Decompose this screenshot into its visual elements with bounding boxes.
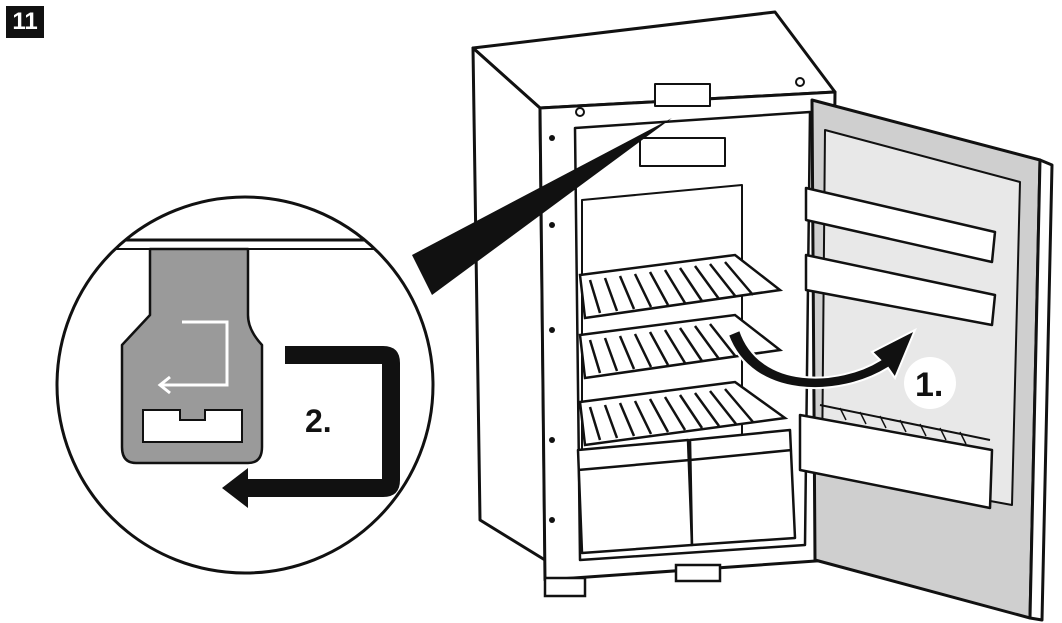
shelf-2 [578,313,784,380]
crisper-drawers [576,428,797,555]
hinge-slot [142,409,243,443]
wire-shelves [578,253,789,447]
hook-arrow-icon [157,320,229,395]
step-2-label: 2. [305,403,332,439]
door-bin-bottle [798,413,994,510]
drawer-left [576,438,694,555]
callout-wedge [412,118,672,295]
shelf-3 [578,380,789,447]
step-1-marker [904,357,956,409]
door-bin-2 [804,253,997,327]
foot-left [543,576,587,598]
door-edge [1028,158,1054,622]
foot-center [674,563,722,583]
interior-control-panel [639,137,726,167]
step-number-badge: 11 [6,6,44,38]
drawer-right [688,428,797,547]
step-2-arrow-icon [222,346,400,508]
step-1-label: 1. [915,366,943,404]
door-bin-1 [804,186,997,264]
detail-callout [55,195,435,575]
cabinet-left-side [471,46,547,562]
shelf-1 [578,253,784,320]
top-hinge-bracket [654,83,711,107]
curved-arrow-icon [726,327,917,390]
